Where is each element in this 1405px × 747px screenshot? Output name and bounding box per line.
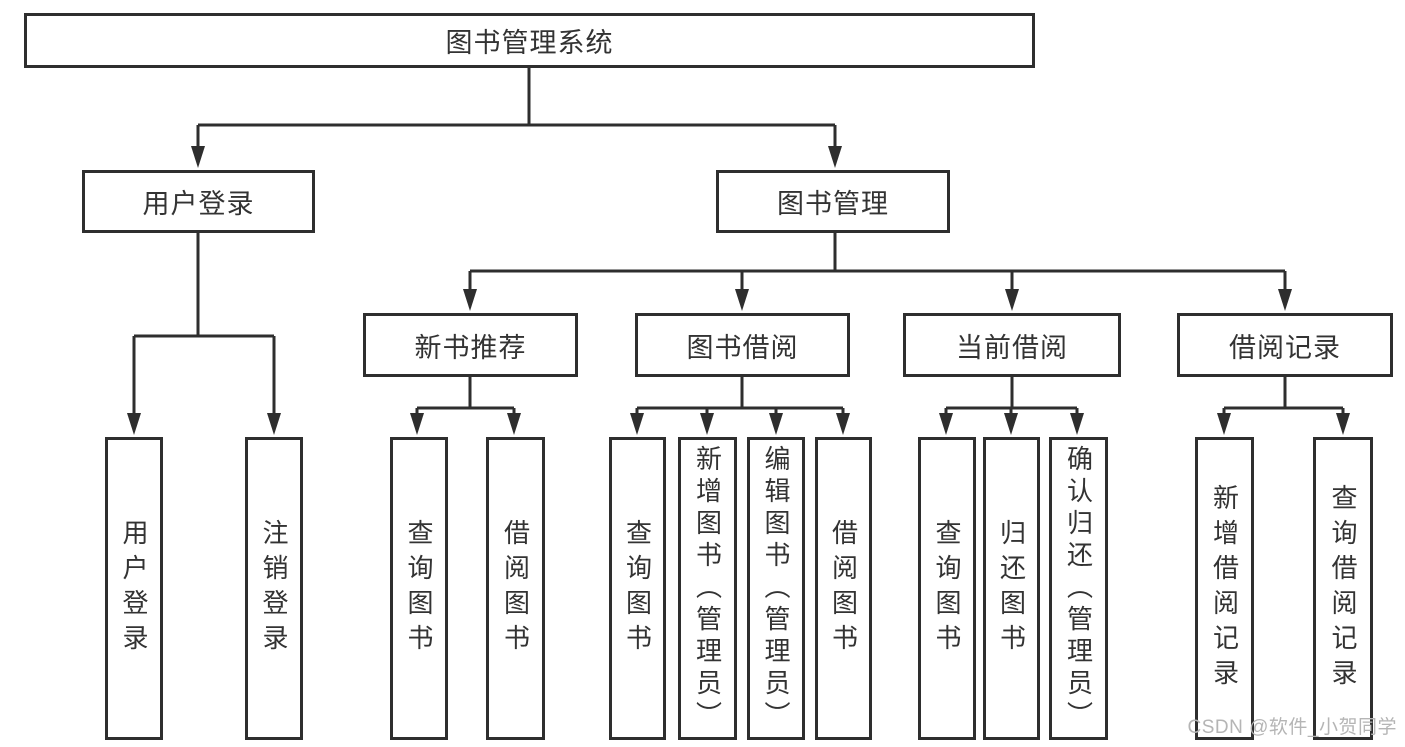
leaf-bb-query-book-label: 查询图书 (622, 518, 653, 659)
node-root-system: 图书管理系统 (24, 13, 1035, 68)
leaf-cb-confirm-return-admin-label: 确认归还（管理员） (1063, 444, 1094, 733)
node-user-login-label: 用户登录 (142, 189, 255, 219)
leaf-nb-borrow-book: 借阅图书 (486, 437, 545, 740)
arrowheads (127, 146, 1350, 435)
leaf-br-query-record-label: 查询借阅记录 (1328, 483, 1358, 694)
node-book-management: 图书管理 (716, 170, 950, 233)
leaf-logout-label: 注销登录 (259, 518, 289, 659)
node-user-login: 用户登录 (82, 170, 315, 233)
leaf-user-login-label: 用户登录 (119, 518, 149, 659)
leaf-br-query-record: 查询借阅记录 (1313, 437, 1373, 740)
leaf-cb-confirm-return-admin: 确认归还（管理员） (1049, 437, 1108, 740)
leaf-br-add-record: 新增借阅记录 (1195, 437, 1254, 740)
leaf-bb-edit-book-admin-label: 编辑图书（管理员） (761, 444, 791, 733)
watermark: CSDN @软件_小贺同学 (1187, 717, 1397, 738)
leaf-cb-return-book-label: 归还图书 (996, 518, 1027, 659)
node-borrow-records: 借阅记录 (1177, 313, 1393, 377)
leaf-bb-add-book-admin-label: 新增图书（管理员） (692, 444, 723, 733)
leaf-cb-query-book-label: 查询图书 (932, 518, 962, 659)
node-current-borrow: 当前借阅 (903, 313, 1121, 377)
node-borrow-records-label: 借阅记录 (1229, 332, 1341, 363)
leaf-cb-return-book: 归还图书 (983, 437, 1040, 740)
node-new-book-recommend-label: 新书推荐 (414, 332, 527, 363)
leaf-user-login: 用户登录 (105, 437, 163, 740)
node-book-borrow: 图书借阅 (635, 313, 850, 377)
node-current-borrow-label: 当前借阅 (956, 332, 1068, 363)
leaf-bb-borrow-book-label: 借阅图书 (828, 518, 859, 659)
leaf-nb-borrow-book-label: 借阅图书 (500, 518, 531, 659)
leaf-bb-query-book: 查询图书 (609, 437, 666, 740)
node-new-book-recommend: 新书推荐 (363, 313, 578, 377)
leaf-bb-borrow-book: 借阅图书 (815, 437, 872, 740)
node-book-management-label: 图书管理 (777, 189, 889, 219)
leaf-logout: 注销登录 (245, 437, 303, 740)
leaf-nb-query-book-label: 查询图书 (404, 518, 434, 659)
leaf-nb-query-book: 查询图书 (390, 437, 448, 740)
leaf-bb-edit-book-admin: 编辑图书（管理员） (747, 437, 805, 740)
leaf-cb-query-book: 查询图书 (918, 437, 976, 740)
leaf-bb-add-book-admin: 新增图书（管理员） (678, 437, 737, 740)
leaf-br-add-record-label: 新增借阅记录 (1209, 483, 1240, 694)
node-root-label: 图书管理系统 (445, 28, 614, 58)
node-book-borrow-label: 图书借阅 (686, 332, 799, 363)
